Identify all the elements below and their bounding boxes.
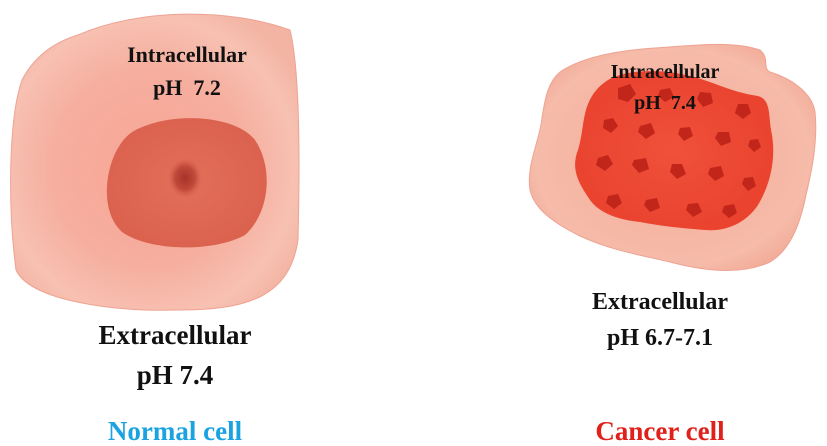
normal-cell-caption: Normal cell <box>60 418 290 445</box>
cancer-extracellular-ph: pH 6.7-7.1 <box>545 326 775 350</box>
cancer-intracellular-ph: pH 7.4 <box>575 93 755 113</box>
normal-extracellular-label: Extracellular <box>60 322 290 349</box>
normal-intracellular-label: Intracellular <box>92 44 282 66</box>
normal-cell-nucleolus <box>168 158 202 198</box>
normal-intracellular-ph: pH 7.2 <box>92 77 282 99</box>
normal-extracellular-ph: pH 7.4 <box>60 362 290 389</box>
cancer-intracellular-label: Intracellular <box>575 62 755 82</box>
cancer-cell-caption: Cancer cell <box>545 418 775 445</box>
cancer-extracellular-label: Extracellular <box>545 290 775 314</box>
